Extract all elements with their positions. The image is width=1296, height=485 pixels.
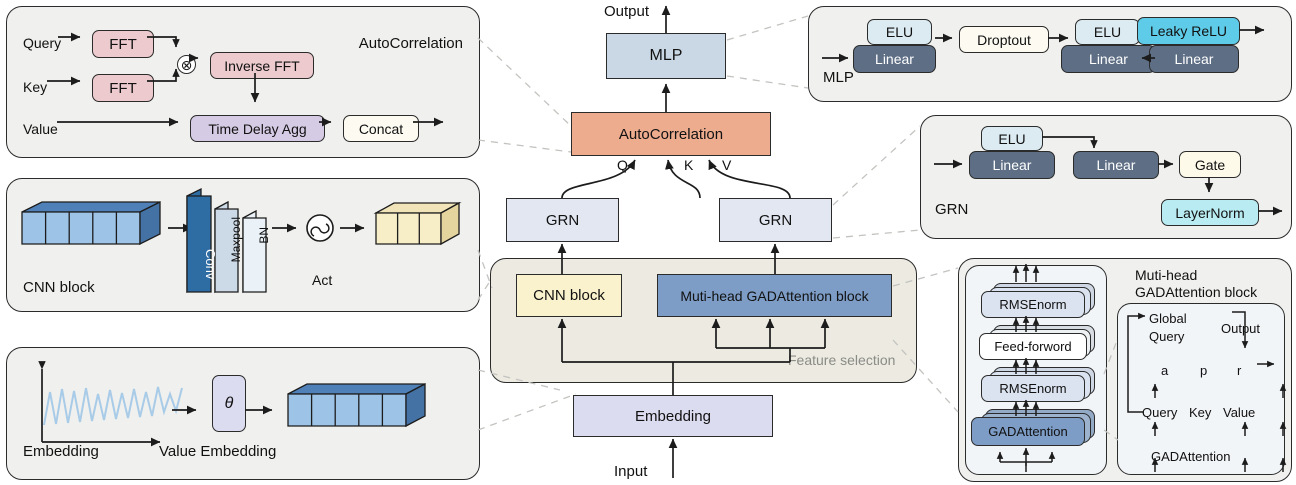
autocorrelation-panel: AutoCorrelation Query Key Value FFT FFT … [6, 6, 480, 158]
gad-panel-title-line1: Muti-head [1135, 267, 1198, 283]
value-embedding-label: Value Embedding [159, 443, 277, 460]
mlp-panel: MLP ELU Linear Droptout ELU Linear Leaky… [808, 6, 1292, 102]
embedding-panel: Embedding Value Embedding θ [6, 347, 480, 480]
conv-slab-label: Conv [203, 249, 218, 280]
mlp-leaky-relu-box: Leaky ReLU [1137, 17, 1240, 45]
input-label: Input [614, 463, 648, 480]
gad-detail-output-label: Output [1221, 321, 1261, 336]
value-label: Value [23, 121, 58, 137]
grn-elu-box: ELU [981, 126, 1043, 151]
gad-attention-panel: Muti-head GADAttention block RMSEnorm Fe… [958, 258, 1292, 482]
mlp-box: MLP [606, 33, 726, 79]
mlp-linear3-box: Linear [1149, 45, 1239, 73]
cnn-block-box: CNN block [516, 274, 622, 317]
gad-detail-a-label: a [1161, 363, 1169, 378]
v-label: V [722, 157, 732, 173]
gad-panel-title-line2: GADAttention block [1135, 284, 1258, 300]
cnn-block-panel: CNN block Conv Maxpool BN Act [6, 178, 480, 312]
grn-panel: GRN ELU Linear Linear Gate LayerNorm [920, 115, 1292, 239]
maxpool-slab-label: Maxpool [229, 217, 243, 263]
grn-left-box: GRN [506, 198, 619, 242]
fft-query-box: FFT [92, 30, 154, 58]
fft-key-box: FFT [92, 74, 154, 102]
concat-box: Concat [343, 115, 419, 142]
feature-selection-label: Feature selection [788, 352, 896, 368]
gad-detail-caption: GADAttention [1151, 449, 1231, 464]
inverse-fft-box: Inverse FFT [210, 52, 314, 79]
act-label: Act [312, 272, 333, 288]
gad-detail-r-label: r [1237, 363, 1242, 378]
mlp-linear1-box: Linear [853, 45, 936, 73]
k-label: K [684, 157, 694, 173]
gadattention-box: GADAttention [971, 417, 1085, 446]
embedding-panel-title: Embedding [23, 443, 99, 460]
gad-detail-global-query-label: Query [1149, 329, 1185, 344]
gad-detail-query-label: Query [1142, 405, 1178, 420]
rmsenorm-bottom-box: RMSEnorm [981, 375, 1085, 402]
grn-right-box: GRN [719, 198, 832, 242]
grn-layernorm-box: LayerNorm [1161, 199, 1259, 226]
rmsenorm-top-box: RMSEnorm [981, 291, 1085, 318]
autocorrelation-box: AutoCorrelation [571, 112, 771, 156]
gad-detail-global-label: Global [1149, 311, 1187, 326]
mlp-panel-title: MLP [823, 69, 854, 86]
key-label: Key [23, 79, 48, 95]
multiply-icon: ⊗ [177, 55, 196, 74]
mlp-dropout-box: Droptout [959, 26, 1049, 53]
cnn-block-panel-title: CNN block [23, 279, 95, 296]
grn-panel-title: GRN [935, 201, 969, 218]
mlp-elu2-box: ELU [1075, 19, 1140, 45]
theta-box: θ [212, 375, 246, 432]
gad-detail-p-label: p [1200, 363, 1208, 378]
autocorrelation-panel-title: AutoCorrelation [358, 35, 463, 52]
grn-gate-box: Gate [1179, 151, 1241, 178]
output-label: Output [604, 3, 650, 20]
grn-linear2-box: Linear [1073, 151, 1159, 179]
gad-detail-value-label: Value [1223, 405, 1256, 420]
mlp-linear2-box: Linear [1061, 45, 1156, 73]
feedforward-box: Feed-forword [979, 333, 1087, 360]
embedding-box: Embedding [573, 395, 773, 437]
gad-detail-key-label: Key [1189, 405, 1212, 420]
mlp-elu1-box: ELU [867, 19, 932, 45]
query-label: Query [23, 35, 62, 51]
q-label: Q [617, 157, 628, 173]
gad-attention-block-box: Muti-head GADAttention block [657, 274, 892, 317]
bn-slab-label: BN [257, 227, 271, 244]
time-delay-agg-box: Time Delay Agg [190, 115, 325, 142]
grn-linear1-box: Linear [969, 151, 1055, 179]
